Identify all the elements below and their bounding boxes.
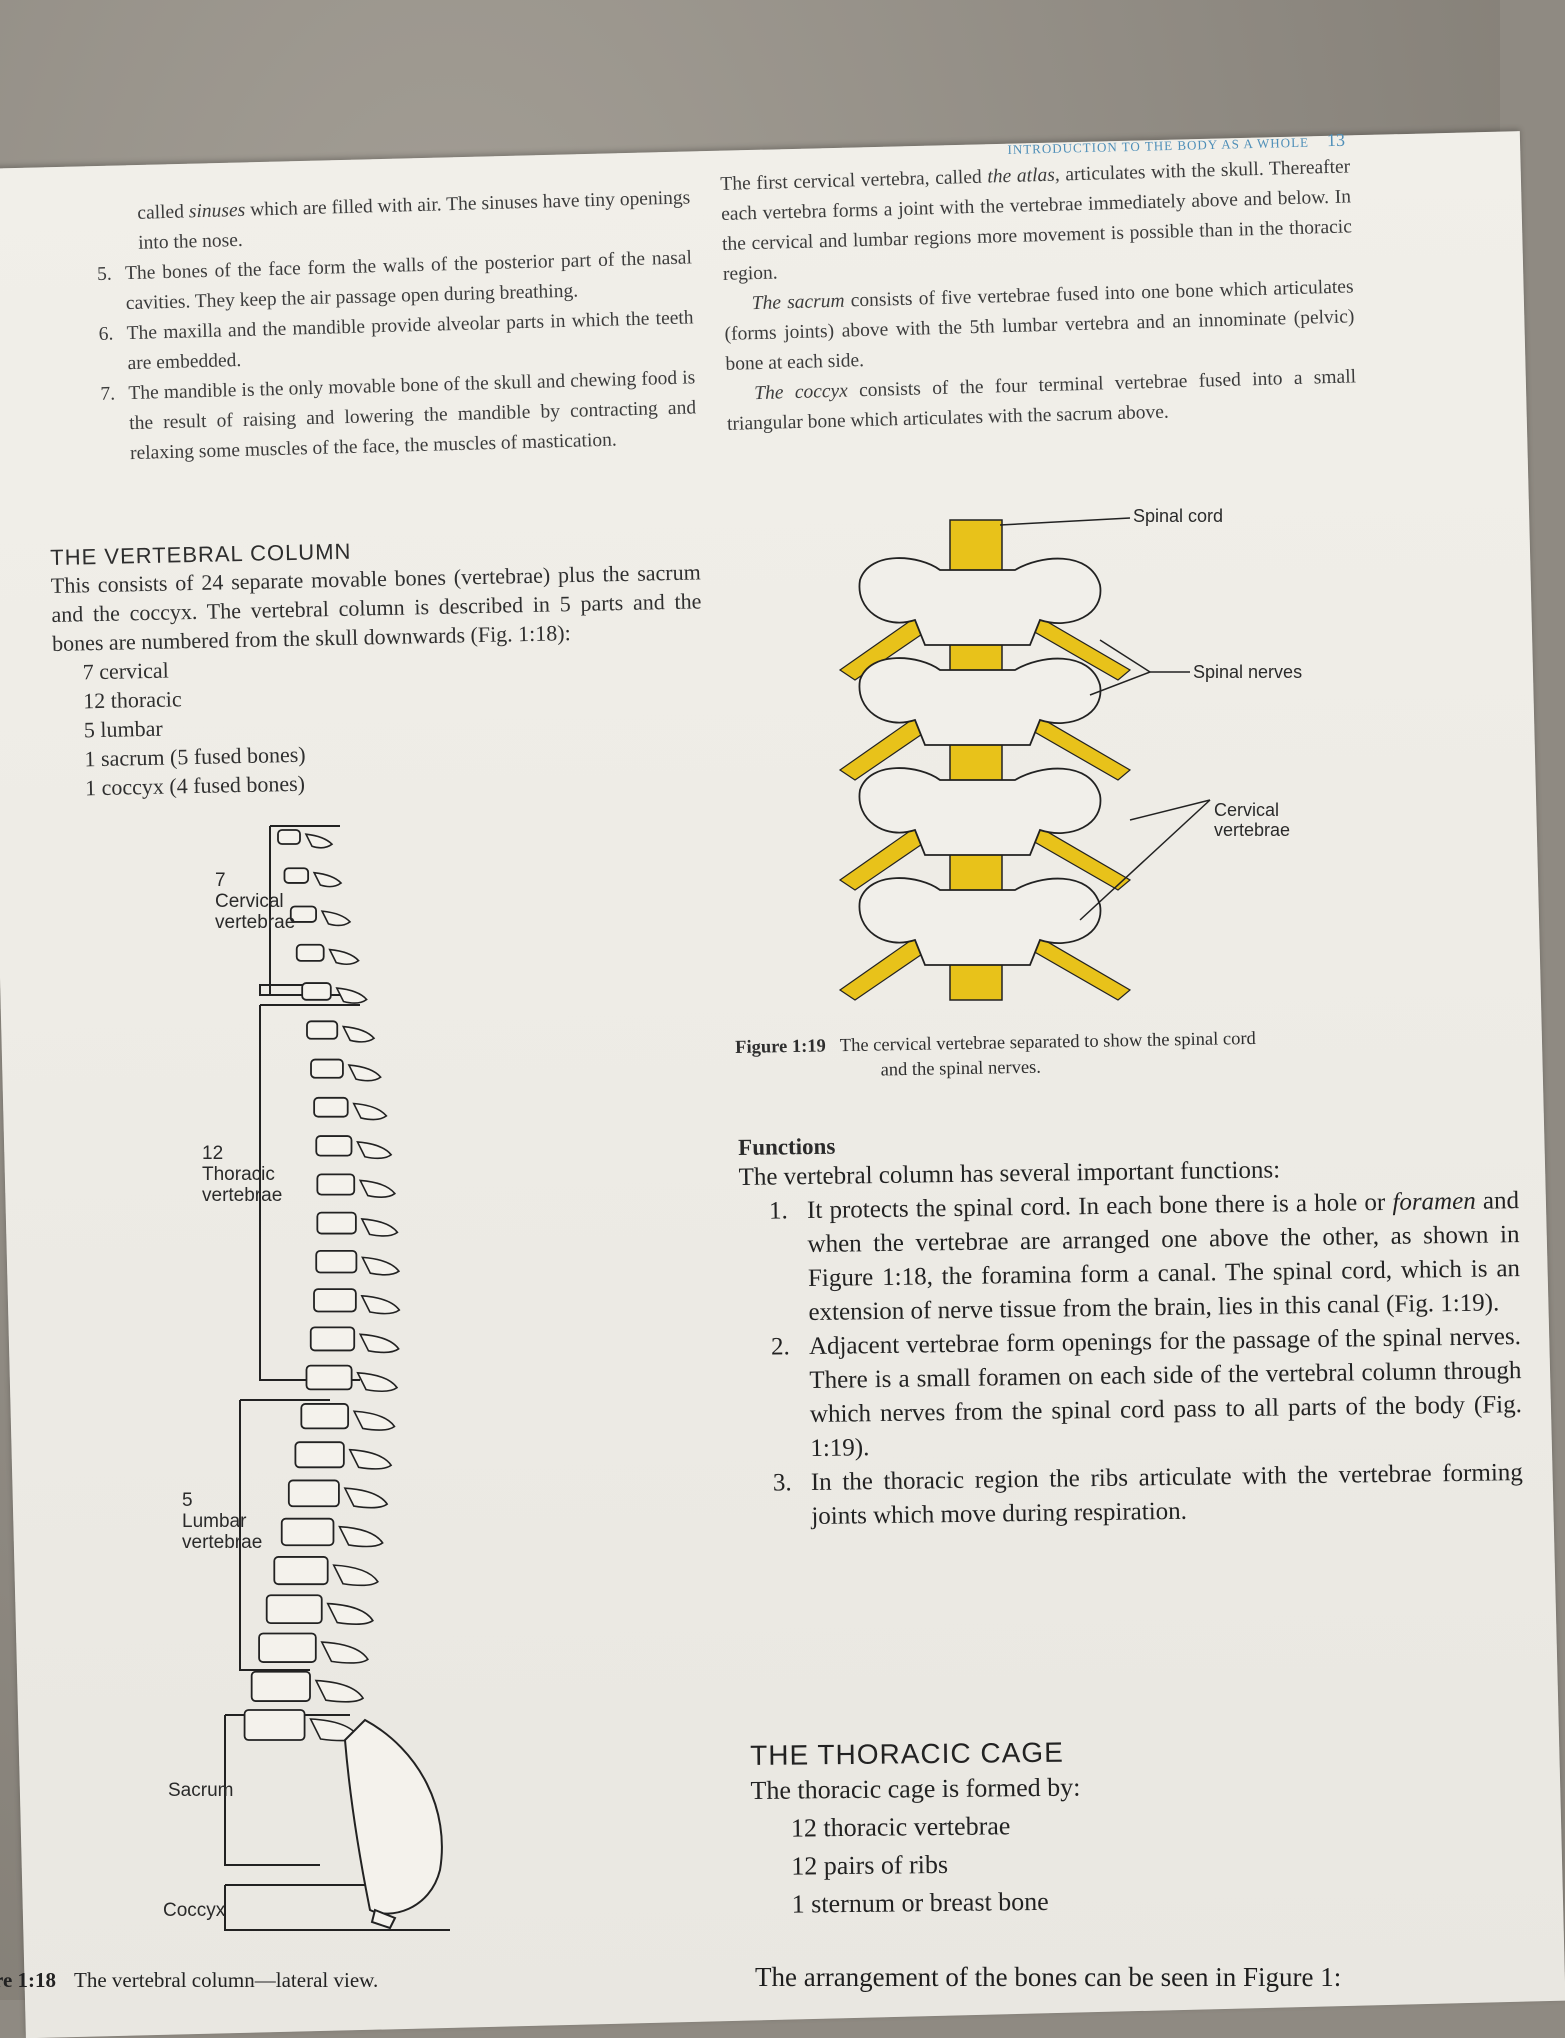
list-item: 1.It protects the spinal cord. In each b… — [768, 1187, 1521, 1327]
vertebra-process — [320, 910, 352, 927]
vertebra-process — [356, 1371, 399, 1393]
cervical-vertebra — [858, 557, 1102, 646]
vertebra-body — [277, 829, 301, 845]
vertebra-process — [347, 1064, 382, 1082]
cervical-vertebra — [858, 767, 1102, 856]
vertebra-process — [304, 833, 334, 849]
vertebra-body — [280, 1517, 335, 1547]
vertebra-body — [316, 1211, 357, 1235]
sacrum-shape — [343, 1718, 443, 1915]
figure-1-19: Spinal cord Spinal nerves Cervical verte… — [800, 500, 1360, 1020]
parts-list: 7 cervical 12 thoracic 5 lumbar 1 sacrum… — [82, 644, 705, 802]
vertebra-body — [313, 1096, 349, 1118]
vertebra-body — [250, 1670, 311, 1702]
vertebra-body — [258, 1632, 317, 1663]
thoracic-list: 12 thoracic vertebrae 12 pairs of ribs 1… — [791, 1802, 1512, 1924]
vertebra-process — [360, 1217, 399, 1237]
cervical-label: 7 Cervical vertebrae — [215, 870, 296, 933]
caption-number: Figure 1:19 — [735, 1036, 826, 1058]
vertebra-process — [358, 1333, 400, 1354]
vertebra-body — [315, 1249, 358, 1274]
vertebra-body — [283, 867, 310, 884]
vertebra-process — [314, 1679, 365, 1703]
figure-1-18: 7 Cervical vertebrae 12 Thoracic vertebr… — [90, 820, 590, 1960]
vertebra-body — [300, 1403, 350, 1430]
spinal-nerves-label: Spinal nerves — [1193, 662, 1303, 682]
cervical-vertebrae-label: Cervical vertebrae — [1214, 800, 1291, 840]
page-number: 13 — [1326, 129, 1346, 151]
vertebra-body — [313, 1288, 357, 1313]
vertebra-body — [309, 1326, 356, 1352]
vertebra-process — [341, 1025, 376, 1043]
list-item: 3.In the thoracic region the ribs articu… — [772, 1459, 1523, 1531]
vertebra-body — [301, 982, 332, 1001]
vertebra-process — [320, 1641, 369, 1664]
vertebra-body — [243, 1709, 306, 1741]
vertebra-body — [289, 905, 317, 923]
cervical-vertebra — [858, 877, 1102, 966]
atlas-paragraph: The first cervical vertebra, called the … — [720, 156, 1353, 285]
vertebra-body — [306, 1020, 339, 1040]
vertebra-process — [343, 1487, 389, 1509]
vertebra-body — [295, 943, 325, 962]
list-item: 1 sternum or breast bone — [791, 1886, 1049, 1919]
left-column-top: called sinuses which are filled with air… — [95, 183, 697, 470]
vertebra-process — [312, 871, 343, 888]
vertebra-body — [310, 1058, 344, 1079]
sacrum-paragraph: The sacrum consists of five vertebrae fu… — [724, 276, 1355, 375]
vertebra-process — [328, 948, 360, 966]
vertebra-body — [273, 1556, 329, 1586]
vertebra-process — [332, 1564, 379, 1587]
vertebra-process — [361, 1256, 401, 1276]
vertebra-body — [305, 1364, 353, 1391]
thoracic-label: 12 Thoracic vertebrae — [202, 1143, 283, 1206]
arrangement-line: The arrangement of the bones can be seen… — [755, 1962, 1342, 1992]
vertebra-process — [335, 987, 368, 1004]
vertebra-body — [315, 1135, 353, 1157]
coccyx-shape — [370, 1908, 397, 1930]
vertebral-column-section: THE VERTEBRAL COLUMN This consists of 24… — [50, 531, 705, 803]
section-intro: This consists of 24 separate movable bon… — [50, 559, 702, 656]
functions-section: Functions The vertebral column has sever… — [738, 1124, 1524, 1535]
lumbar-label: 5 Lumbar vertebrae — [182, 1490, 263, 1553]
sacrum-label: Sacrum — [168, 1780, 234, 1801]
vertebra-body — [294, 1441, 345, 1469]
vertebra-body — [316, 1173, 356, 1196]
caption-number: re 1:18 — [0, 1968, 57, 1992]
vertebra-process — [360, 1294, 401, 1315]
vertebrae-stack — [243, 829, 401, 1742]
thoracic-cage-section: THE THORACIC CAGE The thoracic cage is f… — [750, 1732, 1512, 1924]
vertebra-process — [338, 1525, 384, 1548]
list-item: 2.Adjacent vertebrae form openings for t… — [770, 1323, 1523, 1463]
spinal-cord-label: Spinal cord — [1133, 506, 1224, 526]
cervical-vertebra — [858, 657, 1102, 746]
vertebra-process — [348, 1448, 393, 1470]
vertebra-process — [352, 1410, 396, 1431]
coccyx-label: Coccyx — [163, 1900, 226, 1921]
vertebra-body — [287, 1479, 340, 1508]
vertebra-process — [356, 1141, 393, 1160]
cervical-vertebrae-drawing — [838, 517, 1211, 1001]
spine-lateral-drawing — [224, 825, 450, 1931]
list-item: 7.The mandible is the only movable bone … — [100, 367, 697, 465]
vertebra-process — [352, 1102, 388, 1121]
vertebra-process — [326, 1602, 374, 1625]
right-column-top: The first cervical vertebra, called the … — [720, 152, 1357, 439]
vertebra-body — [265, 1594, 323, 1625]
cervical-stack — [838, 557, 1132, 1001]
vertebra-process — [358, 1179, 396, 1198]
